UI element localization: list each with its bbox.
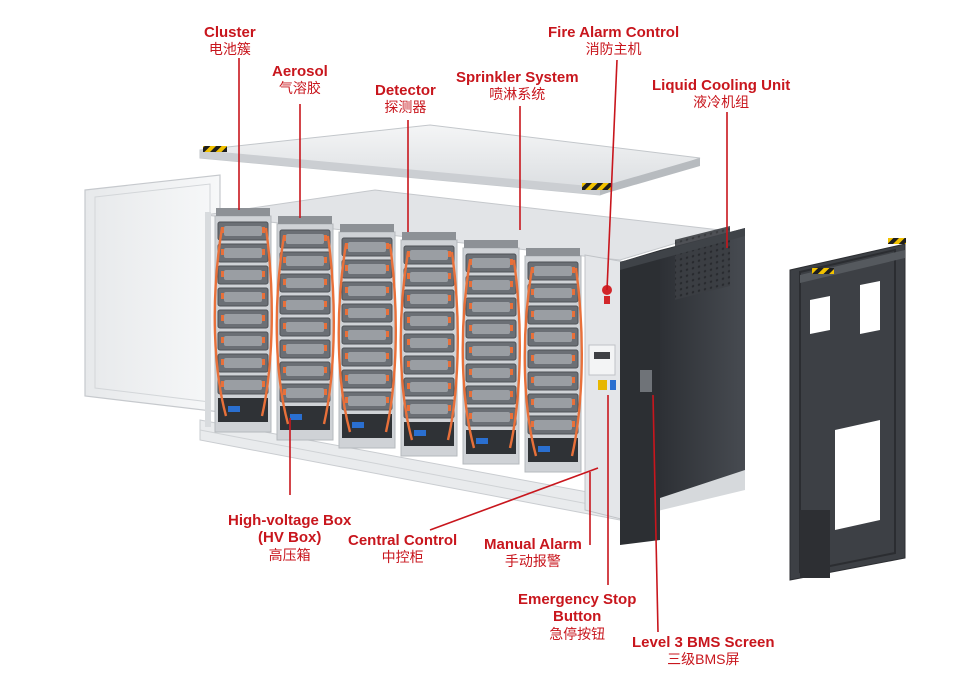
label-central-control-en: Central Control bbox=[348, 532, 458, 549]
label-detector: Detector 探测器 bbox=[375, 82, 436, 115]
label-fire-alarm: Fire Alarm Control 消防主机 bbox=[548, 24, 679, 57]
power-cable bbox=[523, 267, 538, 457]
sprinkler-pipe bbox=[278, 216, 332, 224]
battery-cluster-4 bbox=[400, 232, 458, 457]
hv-box bbox=[280, 406, 330, 430]
battery-cluster-2 bbox=[276, 216, 334, 441]
hv-box bbox=[466, 430, 516, 454]
roof-panel bbox=[199, 124, 701, 196]
label-hv-box-en1: High-voltage Box bbox=[228, 512, 352, 529]
bms-screen bbox=[640, 370, 652, 392]
central-control-cabinet bbox=[584, 254, 626, 521]
label-estop-zh: 急停按钮 bbox=[549, 625, 606, 642]
orange-cables bbox=[213, 227, 583, 457]
label-manual-alarm-en: Manual Alarm bbox=[484, 536, 582, 553]
label-cluster: Cluster 电池簇 bbox=[204, 24, 256, 57]
right-door bbox=[789, 238, 906, 581]
label-cluster-en: Cluster bbox=[204, 24, 256, 41]
label-liquid-cooling-en: Liquid Cooling Unit bbox=[652, 77, 791, 94]
power-cable bbox=[446, 251, 459, 441]
battery-cluster-3 bbox=[338, 224, 396, 449]
power-cable bbox=[384, 243, 397, 433]
label-manual-alarm-zh: 手动报警 bbox=[504, 553, 561, 570]
hv-box bbox=[404, 422, 454, 446]
power-cable bbox=[461, 259, 476, 449]
hv-box bbox=[218, 398, 268, 422]
label-estop-en2: Button bbox=[553, 608, 602, 626]
power-cable bbox=[322, 235, 335, 425]
sprinkler-pipe bbox=[526, 248, 580, 256]
sprinkler-pipe bbox=[340, 224, 394, 232]
sprinkler-pipe bbox=[216, 208, 270, 216]
sprinkler-pipe bbox=[464, 240, 518, 248]
leader-fire-alarm bbox=[606, 59, 618, 291]
label-manual-alarm: Manual Alarm 手动报警 bbox=[484, 536, 582, 569]
label-cluster-zh: 电池簇 bbox=[208, 41, 251, 58]
power-cable bbox=[275, 235, 290, 425]
power-cable bbox=[399, 251, 414, 441]
battery-cluster-1 bbox=[214, 208, 272, 433]
label-bms-en: Level 3 BMS Screen bbox=[632, 634, 775, 651]
label-aerosol: Aerosol 气溶胶 bbox=[272, 63, 328, 96]
sprinkler-pipe bbox=[402, 232, 456, 240]
label-hv-box: High-voltage Box (HV Box) 高压箱 bbox=[228, 512, 351, 563]
label-central-control-zh: 中控柜 bbox=[381, 549, 424, 566]
power-cable bbox=[337, 243, 352, 433]
label-bms-zh: 三级BMS屏 bbox=[667, 651, 740, 668]
label-sprinkler-zh: 喷淋系统 bbox=[489, 86, 546, 103]
label-detector-zh: 探测器 bbox=[384, 99, 427, 116]
left-door bbox=[84, 174, 221, 413]
label-detector-en: Detector bbox=[375, 82, 436, 99]
label-liquid-cooling-zh: 液冷机组 bbox=[693, 94, 750, 111]
liquid-cooling-cabinet bbox=[620, 225, 745, 545]
leader-lines bbox=[238, 58, 728, 633]
label-sprinkler-en: Sprinkler System bbox=[456, 69, 579, 86]
label-hv-box-en2: (HV Box) bbox=[258, 529, 322, 547]
leader-bms bbox=[652, 394, 659, 633]
power-cable bbox=[508, 259, 521, 449]
label-fire-alarm-en: Fire Alarm Control bbox=[548, 24, 680, 41]
power-cable bbox=[213, 227, 228, 417]
leader-central-control bbox=[429, 467, 599, 531]
power-cable bbox=[260, 227, 273, 417]
battery-cluster-6 bbox=[524, 248, 582, 473]
label-central-control: Central Control 中控柜 bbox=[348, 532, 457, 565]
battery-racks bbox=[214, 208, 582, 473]
label-aerosol-zh: 气溶胶 bbox=[278, 80, 321, 97]
label-estop-en1: Emergency Stop bbox=[518, 591, 637, 608]
label-sprinkler: Sprinkler System 喷淋系统 bbox=[456, 69, 579, 102]
label-aerosol-en: Aerosol bbox=[272, 63, 328, 80]
label-estop: Emergency Stop Button 急停按钮 bbox=[518, 591, 636, 642]
label-liquid-cooling: Liquid Cooling Unit 液冷机组 bbox=[652, 77, 790, 110]
power-cable bbox=[570, 267, 583, 457]
label-fire-alarm-zh: 消防主机 bbox=[585, 41, 642, 58]
manual-alarm-box bbox=[598, 380, 607, 390]
label-bms: Level 3 BMS Screen 三级BMS屏 bbox=[632, 634, 775, 667]
hv-box bbox=[528, 438, 578, 462]
label-hv-box-zh: 高压箱 bbox=[268, 546, 311, 563]
battery-cluster-5 bbox=[462, 240, 520, 465]
hv-box bbox=[342, 414, 392, 438]
